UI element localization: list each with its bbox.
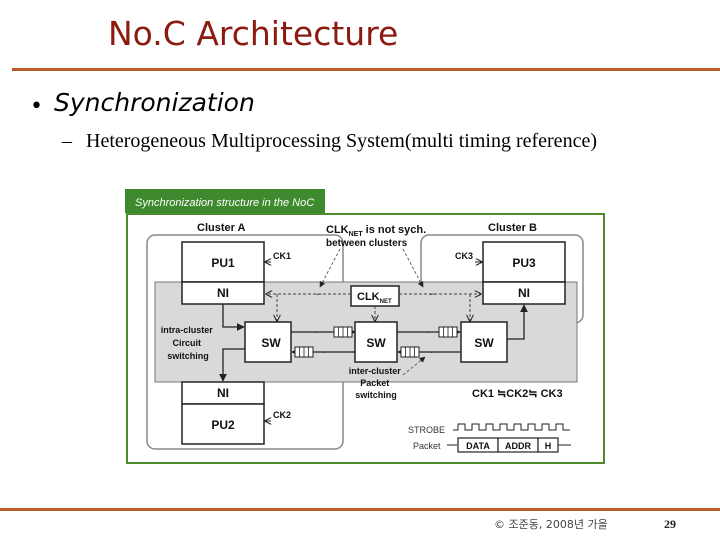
ck1-label: CK1 [273,251,291,261]
inter-line: inter-cluster [349,366,402,376]
sub-bullet: Heterogeneous Multiprocessing System(mul… [86,130,597,152]
sw-right-to-ni-b [507,304,528,340]
strobe-waveform [453,423,570,431]
sync-mark: ∽ [429,347,437,357]
fifo-buffer [397,346,461,358]
sync-mark: ∽ [321,347,329,357]
bullet-synchronization: Synchronization [54,88,255,117]
page-number: 29 [664,517,676,531]
clknet-label: CLKNET [357,291,392,305]
packet-field-addr-label: ADDR [505,441,531,451]
intra-line: switching [167,351,209,361]
ck3-label: CK3 [455,251,473,261]
clknet-note-sub: NET [349,231,364,238]
fifo-buffer [397,326,461,338]
sw-mid-label: SW [366,336,386,350]
fifo-buffer [291,346,355,358]
sync-mark: ∽ [313,327,321,337]
ni-a-top-label: NI [217,286,229,300]
intra-cluster-label: intra-cluster Circuit switching [161,325,216,361]
bullet-icon: • [30,94,43,119]
sw-to-ni-path [219,348,245,382]
intra-line: intra-cluster [161,325,214,335]
sw-right-label: SW [474,336,494,350]
inter-cluster-label: inter-cluster Packet switching [349,366,404,400]
footer-rule [0,508,720,511]
strobe-label: STROBE [408,425,445,435]
ck2-label: CK2 [273,410,291,420]
sw-left-block [244,321,292,363]
intra-line: Circuit [172,338,201,348]
note-arrow-right [402,248,424,288]
note-arrow-left [319,248,341,288]
diagram-banner: Synchronization structure in the NoC [135,197,314,209]
ni-b-label: NI [518,286,530,300]
packet-field-h-label: H [545,441,552,451]
pu1-label: PU1 [211,256,235,270]
pu3-label: PU3 [512,256,536,270]
sync-mark: ∽ [425,327,433,337]
dash-icon: – [62,130,72,152]
inter-line: switching [355,390,397,400]
ni-a-bottom-label: NI [217,386,229,400]
ni-b-block [482,281,566,305]
noc-sync-diagram: Synchronization structure in the NoC Clu… [125,189,605,464]
pu3-block [482,241,566,283]
sw-mid-block [354,321,398,363]
fifo-buffer [291,326,356,338]
clknet-note-main: CLK [326,224,349,236]
clknet-label-sub: NET [380,299,392,305]
packet-label: Packet [413,441,441,451]
sync-mark: ∽ [315,289,323,299]
slide-title: No.C Architecture [108,14,399,53]
title-underline [12,68,720,71]
ck-relation: CK1 ≒CK2≒ CK3 [472,388,563,400]
cluster-b-label: Cluster B [488,222,537,234]
diagram-banner-bg [125,189,325,213]
inter-line: Packet [360,378,389,388]
sw-left-label: SW [261,336,281,350]
clknet-note-rest: is not sych. [363,224,427,236]
clknet-label-main: CLK [357,291,380,303]
pu2-block [181,403,265,445]
pu2-label: PU2 [211,418,235,432]
pu1-block [181,241,265,283]
sw-right-block [460,321,508,363]
clknet-note-line2: between clusters [326,238,408,249]
packet-field-data-label: DATA [466,441,490,451]
footer-copyright: © 조준동, 2008년 가을 [494,518,608,531]
cluster-a-label: Cluster A [197,222,246,234]
sync-mark: ∽ [428,289,436,299]
ni-to-sw-path [222,304,245,331]
clknet-note: CLKNET is not sych. [326,224,426,238]
